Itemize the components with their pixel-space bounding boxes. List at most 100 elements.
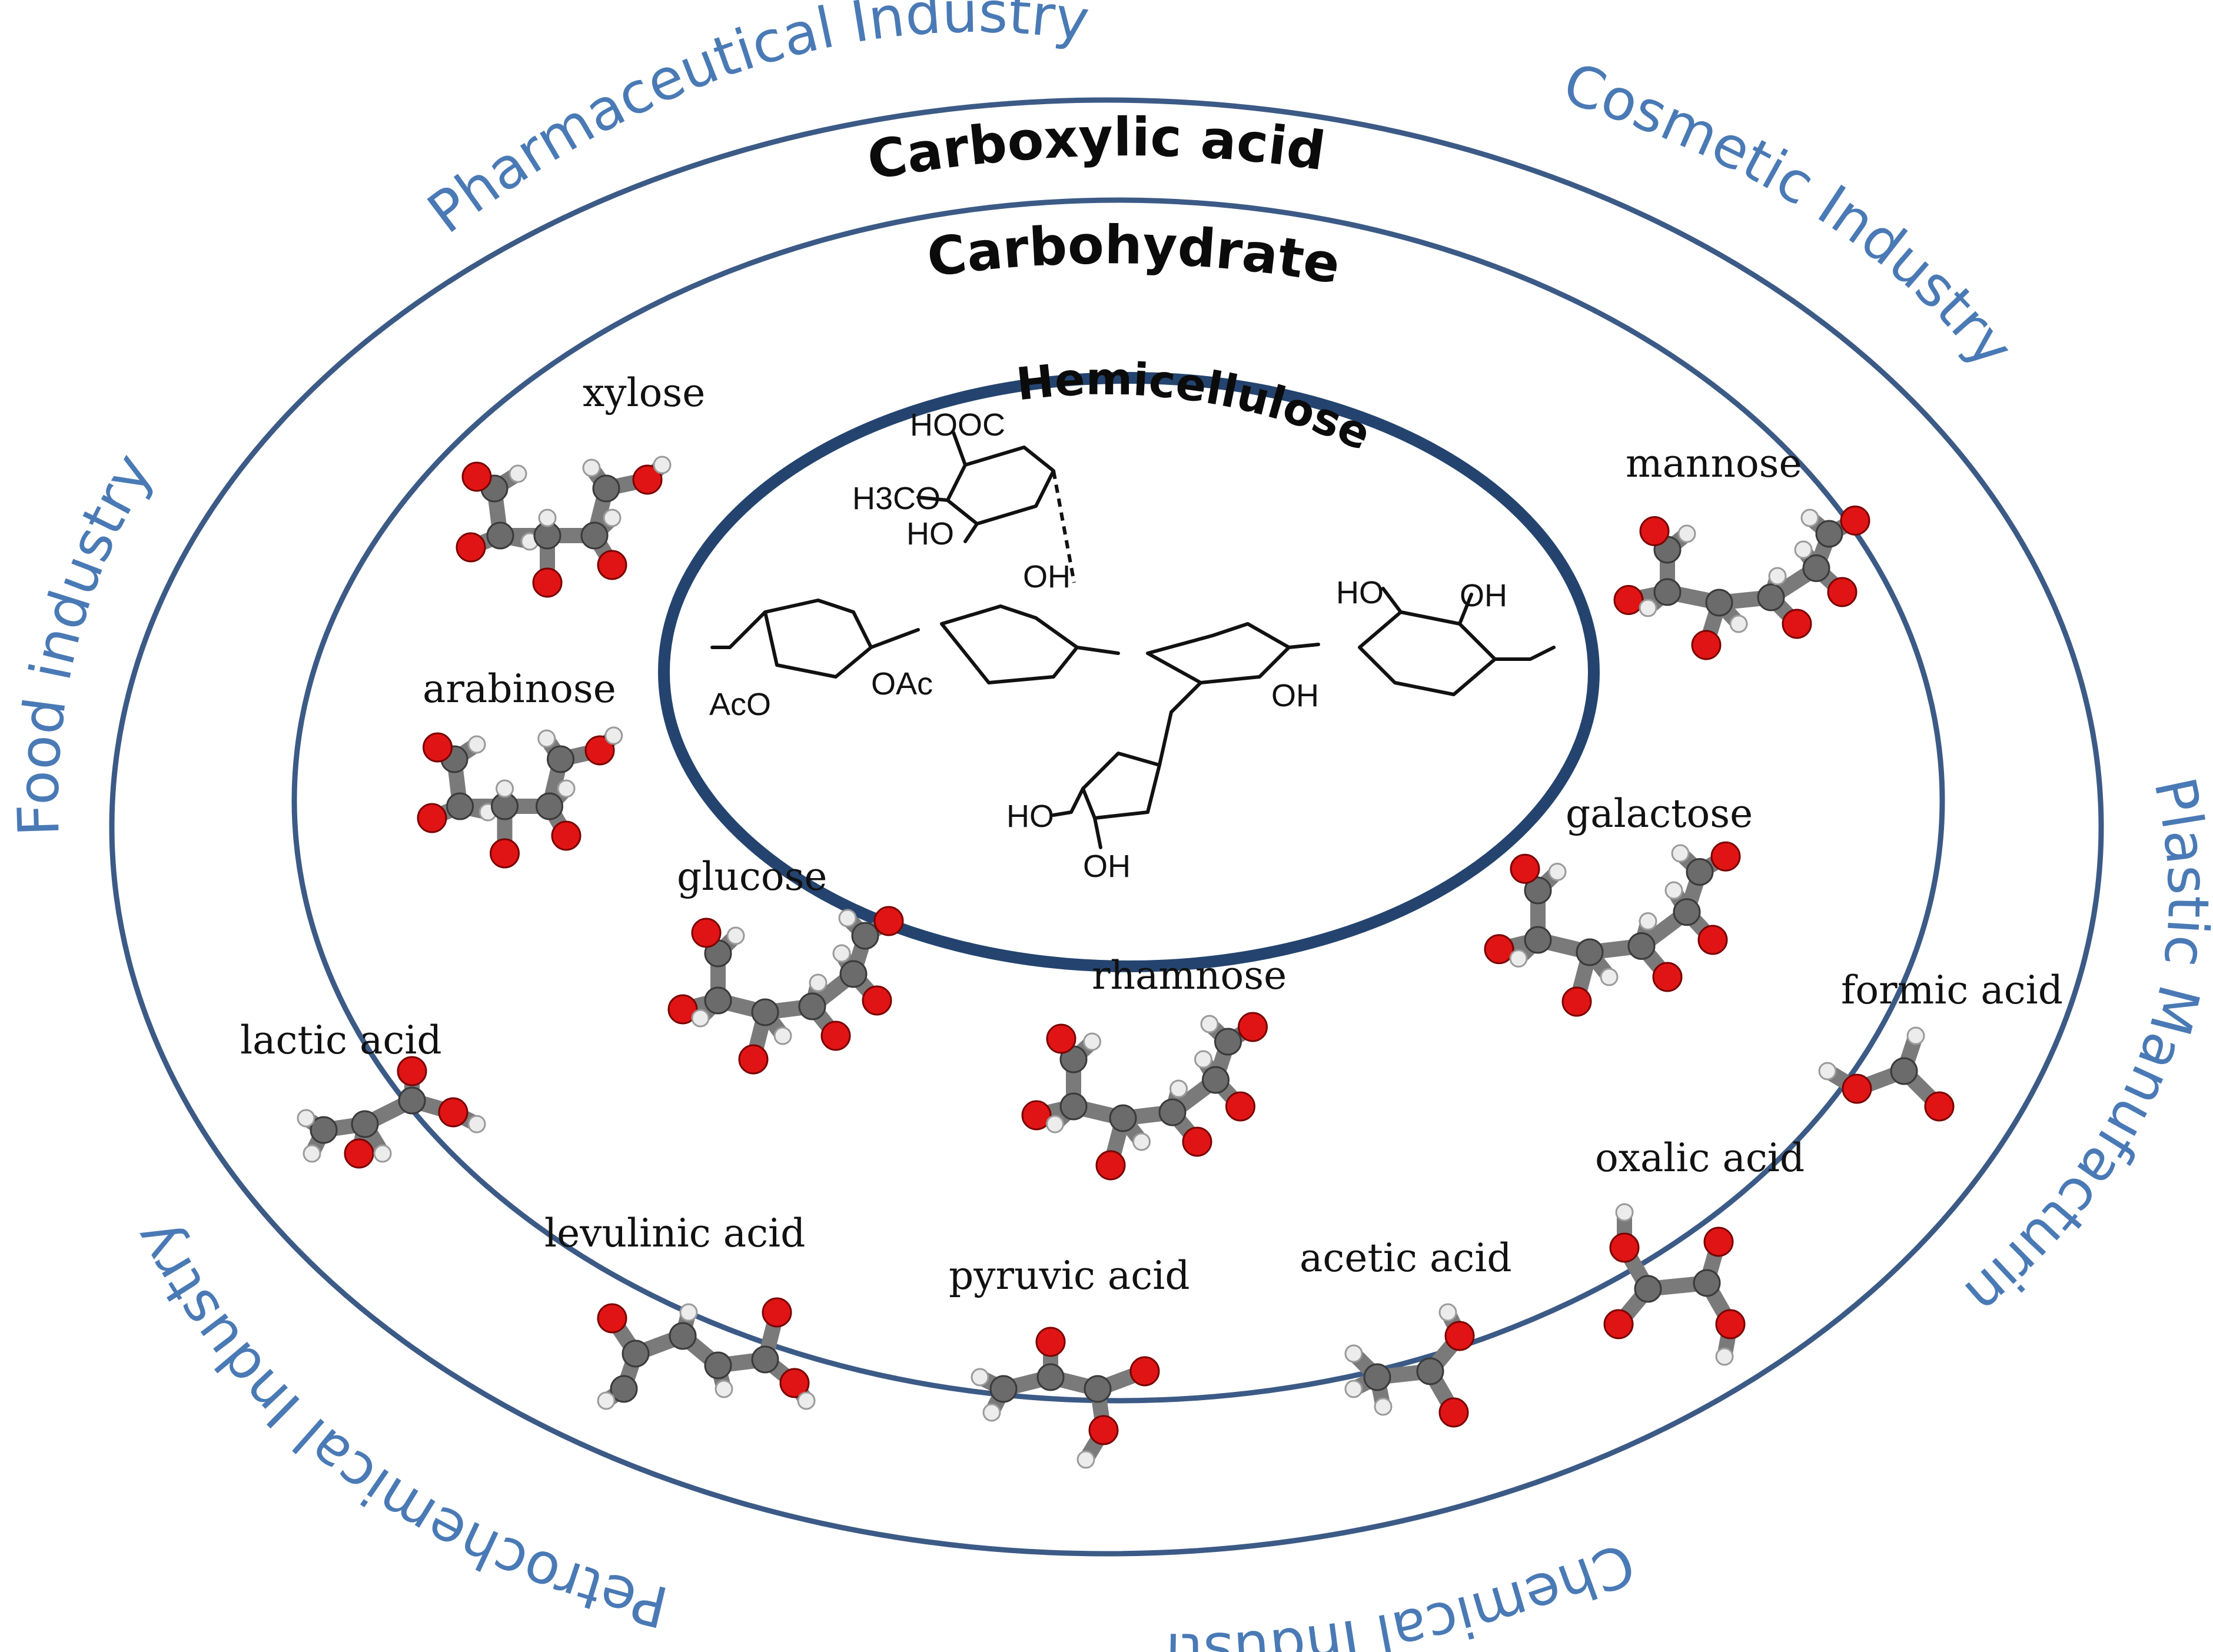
arabinose-atom <box>490 838 520 869</box>
levulinic-atom <box>622 1339 650 1368</box>
pyruvic-atom <box>1076 1450 1095 1469</box>
ho-bottom-label: HO <box>1006 799 1054 834</box>
mannose-label: mannose <box>1626 441 1802 486</box>
arabinose-atom <box>604 726 623 745</box>
xylose-atom <box>532 567 563 598</box>
mannose-atom <box>1691 630 1722 660</box>
mannose-atom <box>1800 508 1819 527</box>
pyruvic-atom <box>1084 1375 1112 1403</box>
arabinose-atom <box>496 779 514 798</box>
mannose-atom <box>1705 589 1733 617</box>
rhamnose-atom <box>1225 1091 1255 1122</box>
oxalic-atom <box>1609 1232 1640 1263</box>
acetic-atom <box>1374 1397 1393 1416</box>
hemicellulose-text: Hemicellulose <box>1014 353 1379 461</box>
formic-atom <box>1842 1073 1872 1104</box>
levulinic-acid-label: levulinic acid <box>544 1211 805 1256</box>
rhamnose-atom <box>1238 1012 1268 1042</box>
lactic-atom <box>351 1110 379 1138</box>
lactic-atom <box>373 1144 392 1163</box>
arabinose-atom <box>547 745 574 773</box>
glucose-atom <box>809 973 828 992</box>
mannose-atom <box>1768 567 1787 586</box>
formic-atom <box>1818 1062 1837 1081</box>
hemicellulose-structure: HOOC H3CO HO OH AcO OAc HO OH OH HO OH <box>709 407 1556 884</box>
glucose-atom <box>820 1021 851 1051</box>
rhamnose-label: rhamnose <box>1092 953 1287 998</box>
rhamnose-atom <box>1200 1015 1219 1033</box>
levulinic-atom <box>704 1351 732 1380</box>
glucose-atom <box>851 922 879 950</box>
levulinic-atom <box>610 1375 638 1403</box>
levulinic-atom <box>679 1303 698 1322</box>
mannose-atom <box>1815 520 1843 548</box>
levulinic-acid-molecule <box>597 1297 816 1410</box>
rhamnose-atom <box>1059 1092 1088 1121</box>
xylose-atom <box>509 464 527 483</box>
acetic-atom <box>1344 1344 1363 1363</box>
glucose-atom <box>839 960 868 988</box>
pyruvic-atom <box>971 1368 989 1387</box>
pyruvic-atom <box>982 1403 1001 1422</box>
oxalic-atom <box>1615 1203 1634 1222</box>
galactose-atom <box>1600 968 1619 986</box>
lactic-atom <box>438 1097 468 1128</box>
mannose-atom <box>1794 540 1813 559</box>
galactose-atom <box>1561 986 1592 1017</box>
rhamnose-atom <box>1169 1079 1188 1098</box>
glucose-atom <box>862 985 892 1016</box>
levulinic-atom <box>669 1322 697 1350</box>
oh-right-label: OH <box>1460 578 1507 613</box>
xylose-atom <box>580 521 609 550</box>
mannose-atom <box>1840 506 1870 536</box>
galactose-atom <box>1652 962 1683 992</box>
rhamnose-atom <box>1182 1126 1212 1157</box>
mannose-atom <box>1802 554 1830 582</box>
mannose-atom <box>1827 577 1858 607</box>
food-industry-label: Food industry <box>5 443 165 837</box>
xylose-atom <box>592 474 620 503</box>
oxalic-atom <box>1715 1347 1734 1366</box>
rhamnose-atom <box>1158 1098 1187 1126</box>
galactose-atom <box>1627 932 1656 960</box>
galactose-atom <box>1673 898 1701 926</box>
food-industry-text: Food industry <box>5 443 165 837</box>
galactose-atom <box>1509 949 1528 968</box>
galactose-atom <box>1664 881 1683 900</box>
glucose-atom <box>704 986 732 1015</box>
oxalic-atom <box>1603 1309 1634 1339</box>
galactose-atom <box>1639 912 1657 930</box>
pyruvic-atom <box>1036 1363 1065 1391</box>
glucose-atom <box>773 1026 792 1045</box>
glucose-atom <box>691 918 722 948</box>
glucose-atom <box>838 909 857 928</box>
glucose-atom <box>667 994 698 1025</box>
galactose-atom <box>1524 926 1552 954</box>
carbohydrates-ring <box>291 197 1945 1404</box>
acetic-acid-label: acetic acid <box>1300 1235 1512 1281</box>
levulinic-atom <box>779 1368 810 1398</box>
xylose-atom <box>461 461 492 492</box>
arabinose-atom <box>423 732 453 763</box>
galactose-atom <box>1524 876 1552 905</box>
galactose-atom <box>1686 858 1714 886</box>
galactose-atom <box>1671 844 1690 863</box>
oxalic-acid-label: oxalic acid <box>1595 1135 1805 1181</box>
arabinose-label: arabinose <box>423 666 616 712</box>
glucose-atom <box>751 998 779 1026</box>
hooc-label: HOOC <box>910 407 1005 443</box>
xylose-atom <box>603 508 622 527</box>
pyruvic-atom <box>1129 1356 1160 1387</box>
lactic-atom <box>344 1138 374 1169</box>
galactose-atom <box>1510 853 1540 884</box>
oxalic-atom <box>1693 1269 1721 1297</box>
xylose-atom <box>456 532 486 563</box>
acetic-atom <box>1363 1363 1391 1391</box>
lactic-atom <box>467 1115 486 1134</box>
oh-mid-label: OH <box>1271 678 1319 713</box>
acetic-acid-molecule <box>1344 1303 1475 1428</box>
lactic-atom <box>397 1056 427 1086</box>
glucose-atom <box>873 906 904 936</box>
arabinose-atom <box>537 729 556 748</box>
